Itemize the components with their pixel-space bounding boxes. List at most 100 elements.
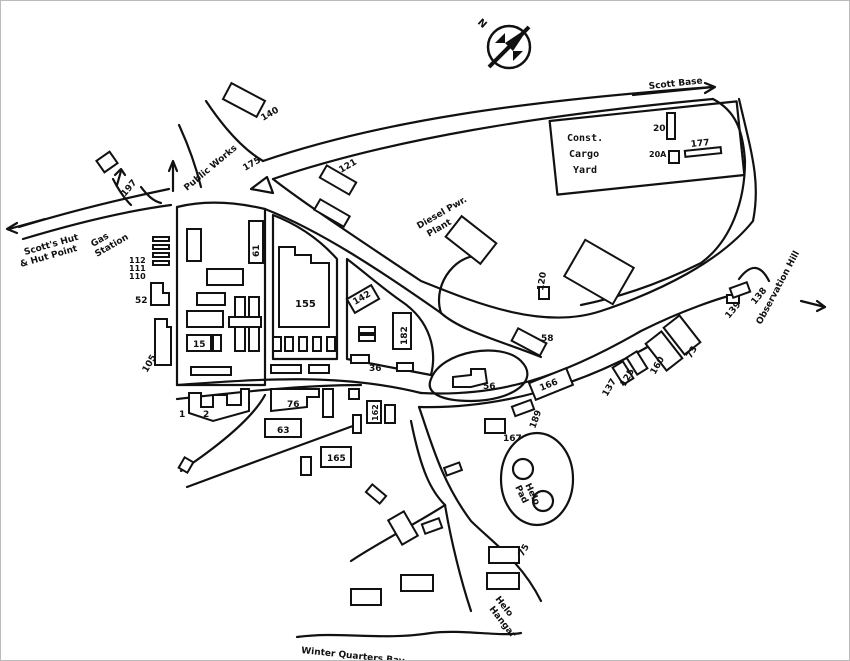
building-197 bbox=[95, 150, 119, 174]
building-bay-c bbox=[486, 572, 520, 590]
building-125 bbox=[625, 349, 649, 377]
building-row-c bbox=[190, 366, 232, 376]
building-central-a bbox=[272, 336, 282, 352]
building-105 bbox=[154, 318, 172, 366]
building-76-complex bbox=[270, 388, 320, 413]
num-112: 112 bbox=[129, 256, 146, 265]
building-row-a bbox=[270, 364, 302, 374]
road-diesel-plant bbox=[438, 255, 483, 315]
num-120: 120 bbox=[536, 271, 549, 291]
building-142-b bbox=[358, 334, 376, 342]
building-south-c bbox=[384, 404, 396, 424]
building-142-a bbox=[358, 326, 376, 334]
num-110: 110 bbox=[129, 272, 146, 281]
observation-hill-arrow bbox=[799, 299, 827, 309]
public-works-arrow bbox=[167, 159, 179, 193]
num-155: 155 bbox=[295, 299, 316, 310]
num-58: 58 bbox=[541, 334, 554, 344]
traffic-island bbox=[249, 175, 275, 195]
observation-hill-road bbox=[737, 266, 771, 283]
road-central-east-west bbox=[175, 378, 423, 395]
building-36-b bbox=[396, 362, 414, 372]
scott-base-arrow bbox=[631, 81, 717, 97]
building-south-d bbox=[352, 414, 362, 434]
building-75 bbox=[488, 546, 520, 564]
helo-pad-oval bbox=[499, 431, 575, 527]
building-63 bbox=[264, 418, 302, 438]
num-1: 1 bbox=[179, 410, 185, 420]
building-west-c bbox=[196, 292, 226, 306]
building-61 bbox=[248, 220, 264, 264]
building-140 bbox=[221, 81, 267, 119]
num-2: 2 bbox=[203, 410, 209, 420]
label-winter-quarters-bay: Winter Quarters Bay bbox=[301, 646, 405, 660]
road-197-b bbox=[139, 185, 163, 205]
building-165 bbox=[320, 446, 352, 468]
cargo-yard-enclosure bbox=[548, 100, 746, 196]
building-177 bbox=[683, 146, 723, 158]
building-west-a bbox=[186, 228, 202, 262]
building-142 bbox=[345, 283, 381, 315]
num-111: 111 bbox=[129, 264, 146, 273]
num-189: 189 bbox=[528, 409, 544, 430]
building-west-h bbox=[212, 334, 222, 352]
building-167 bbox=[484, 418, 506, 434]
num-162: 162 bbox=[371, 404, 380, 421]
num-61: 61 bbox=[252, 244, 262, 257]
num-15: 15 bbox=[193, 340, 206, 350]
building-138 bbox=[728, 280, 752, 300]
num-165: 165 bbox=[327, 454, 346, 464]
building-diesel-plant bbox=[444, 214, 498, 266]
num-63: 63 bbox=[277, 426, 290, 436]
road-south-c bbox=[417, 405, 543, 603]
num-56: 56 bbox=[483, 382, 496, 392]
building-bay-d bbox=[400, 574, 434, 592]
building-central-d bbox=[312, 336, 322, 352]
building-central-e bbox=[326, 336, 336, 352]
num-76: 76 bbox=[287, 400, 300, 410]
building-1-2-complex bbox=[188, 388, 250, 423]
building-south-b bbox=[348, 388, 360, 400]
num-20a: 20A bbox=[649, 150, 667, 159]
north-letter: N bbox=[475, 17, 489, 31]
building-row-b bbox=[308, 364, 330, 374]
building-south-e bbox=[300, 456, 312, 476]
shoreline bbox=[295, 630, 523, 639]
road-hut-point-lower bbox=[21, 203, 173, 241]
road-to-58 bbox=[439, 311, 543, 359]
building-110b bbox=[152, 260, 170, 266]
building-160 bbox=[644, 330, 684, 372]
road-south-b bbox=[409, 419, 447, 507]
building-warehouse bbox=[562, 238, 636, 306]
road-197-a bbox=[111, 177, 133, 207]
building-central-c bbox=[298, 336, 308, 352]
building-south-a bbox=[322, 388, 334, 418]
building-155 bbox=[278, 246, 330, 328]
roundabout-56 bbox=[428, 349, 529, 403]
building-182 bbox=[392, 312, 412, 350]
building-south-f bbox=[177, 455, 195, 475]
building-west-d bbox=[186, 310, 224, 328]
building-58 bbox=[510, 326, 548, 358]
helo-pad-circle-1 bbox=[511, 457, 535, 481]
num-20: 20 bbox=[653, 124, 666, 134]
num-177: 177 bbox=[690, 138, 710, 150]
building-73 bbox=[662, 314, 702, 356]
road-scott-base-upper bbox=[261, 85, 715, 163]
road-scott-base-lower bbox=[271, 97, 715, 181]
building-south-g bbox=[364, 482, 388, 506]
num-182: 182 bbox=[400, 326, 410, 345]
building-52 bbox=[150, 282, 170, 306]
building-20a bbox=[668, 150, 680, 164]
road-east-loop bbox=[271, 97, 757, 319]
building-bay-e bbox=[350, 588, 382, 606]
building-20 bbox=[666, 112, 676, 140]
building-162 bbox=[366, 400, 382, 424]
north-compass bbox=[486, 24, 532, 70]
block-west-outline bbox=[175, 201, 267, 387]
building-121-b bbox=[312, 197, 352, 229]
road-140-b bbox=[177, 123, 203, 189]
building-west-b bbox=[206, 268, 244, 286]
building-120 bbox=[538, 286, 550, 300]
